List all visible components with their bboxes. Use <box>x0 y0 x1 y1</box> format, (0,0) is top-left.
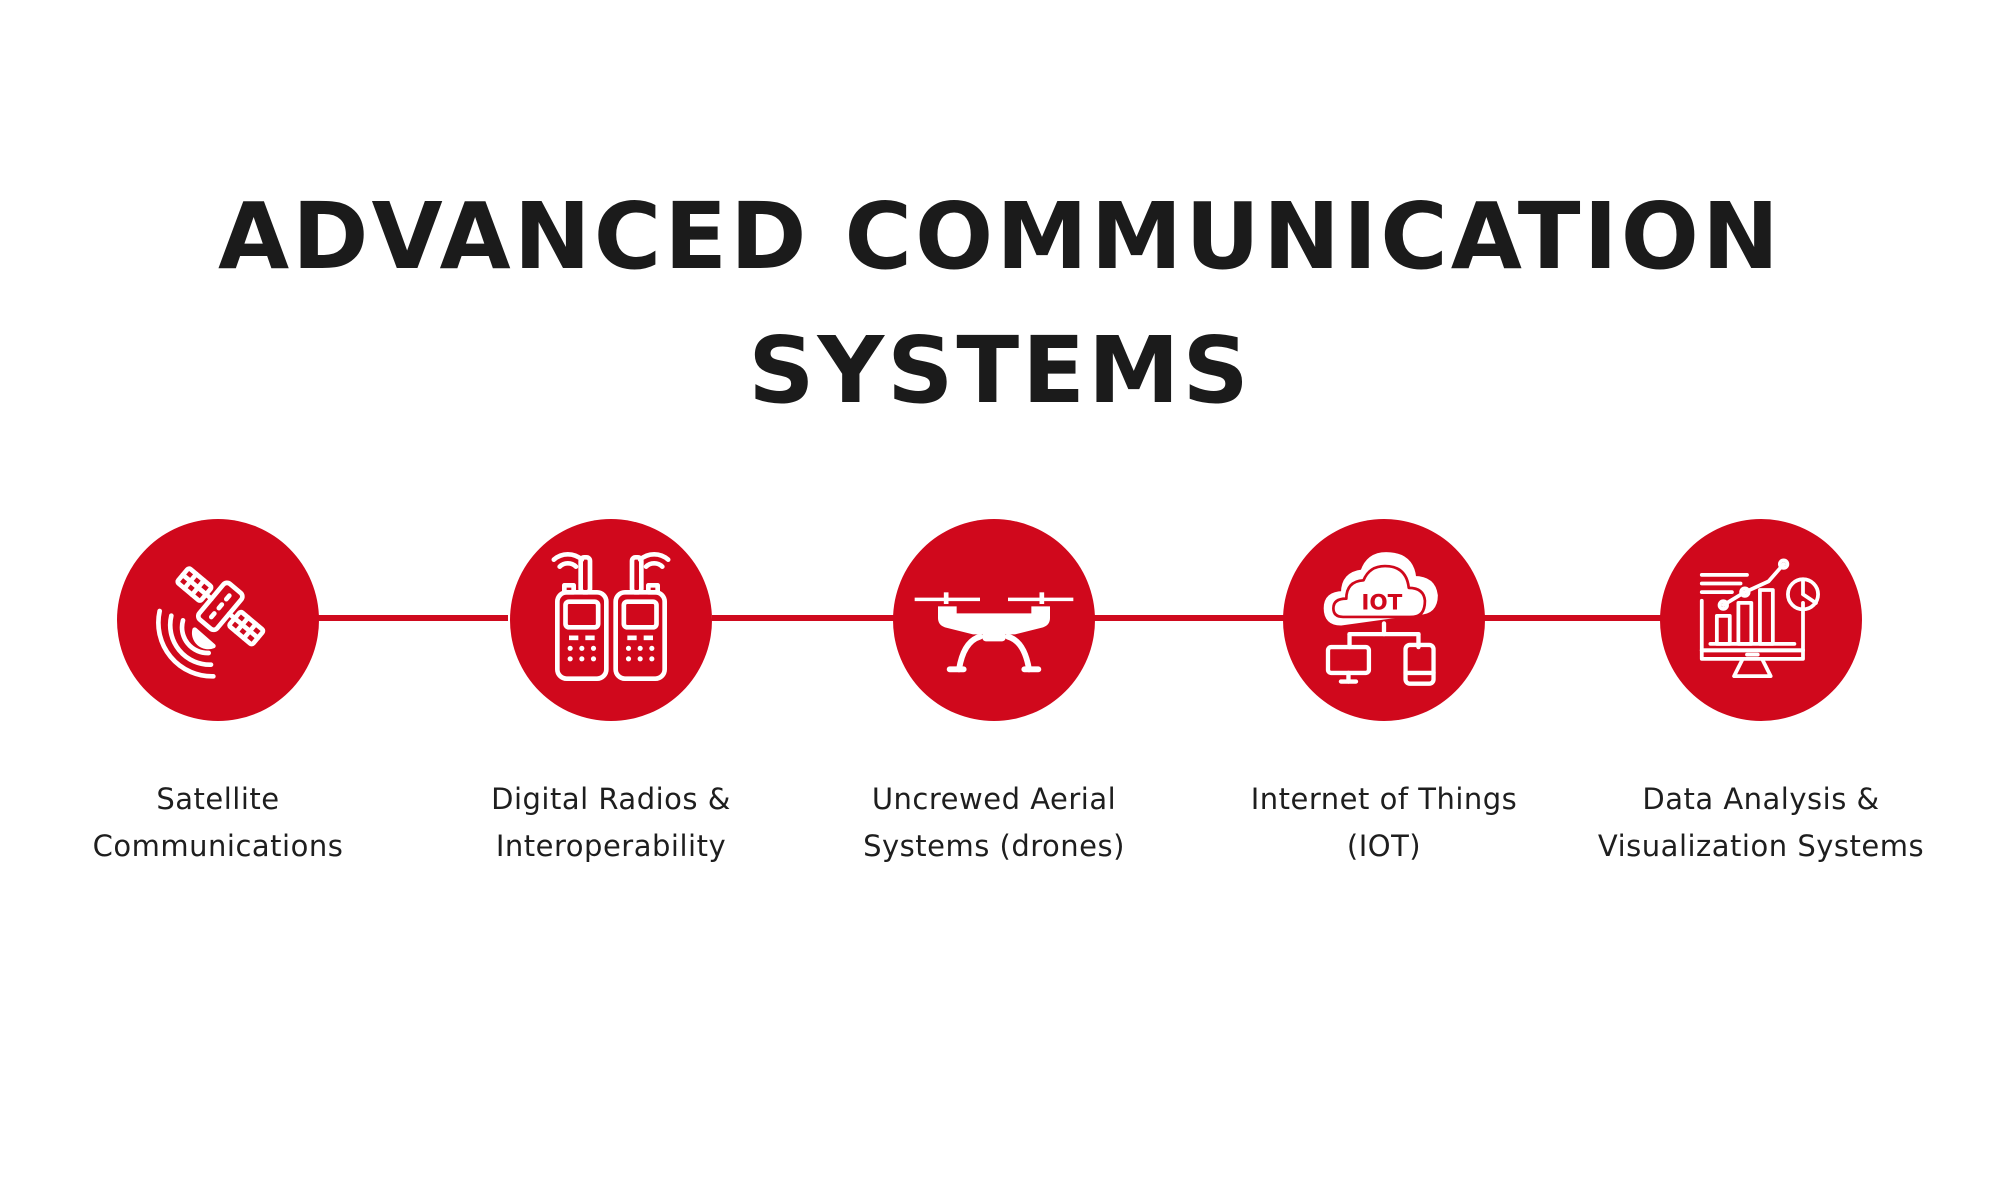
label-line: (IOT) <box>1346 829 1422 863</box>
label-uncrewed-aerial-systems: Uncrewed Aerial Systems (drones) <box>804 776 1184 870</box>
node-satellite <box>117 519 319 721</box>
iot-cloud-icon: IOT <box>1314 548 1454 693</box>
label-line: Systems (drones) <box>863 829 1125 863</box>
svg-text:IOT: IOT <box>1361 590 1402 615</box>
walkie-talkie-icon <box>541 548 681 693</box>
node-internet-of-things: IOT <box>1283 519 1485 721</box>
title-line-1: ADVANCED COMMUNICATION <box>217 183 1782 290</box>
label-line: Digital Radios & <box>491 782 731 816</box>
drone-icon <box>903 548 1085 693</box>
node-uncrewed-aerial-systems <box>893 519 1095 721</box>
page-title: ADVANCED COMMUNICATION SYSTEMS <box>0 170 2000 438</box>
label-digital-radios: Digital Radios & Interoperability <box>421 776 801 870</box>
label-satellite: Satellite Communications <box>28 776 408 870</box>
node-data-analysis <box>1660 519 1862 721</box>
label-line: Uncrewed Aerial <box>871 782 1117 816</box>
title-line-2: SYSTEMS <box>748 317 1252 424</box>
label-internet-of-things: Internet of Things (IOT) <box>1194 776 1574 870</box>
label-data-analysis: Data Analysis & Visualization Systems <box>1571 776 1951 870</box>
label-line: Data Analysis & <box>1642 782 1880 816</box>
node-digital-radios <box>510 519 712 721</box>
label-line: Interoperability <box>495 829 727 863</box>
label-line: Internet of Things <box>1250 782 1518 816</box>
label-line: Satellite <box>156 782 280 816</box>
label-line: Visualization Systems <box>1597 829 1925 863</box>
connector-line <box>318 615 508 621</box>
data-analytics-icon <box>1691 548 1831 693</box>
connector-line <box>712 615 894 621</box>
label-line: Communications <box>92 829 344 863</box>
satellite-icon <box>148 548 288 693</box>
connector-line <box>1484 615 1661 621</box>
connector-line <box>1094 615 1284 621</box>
